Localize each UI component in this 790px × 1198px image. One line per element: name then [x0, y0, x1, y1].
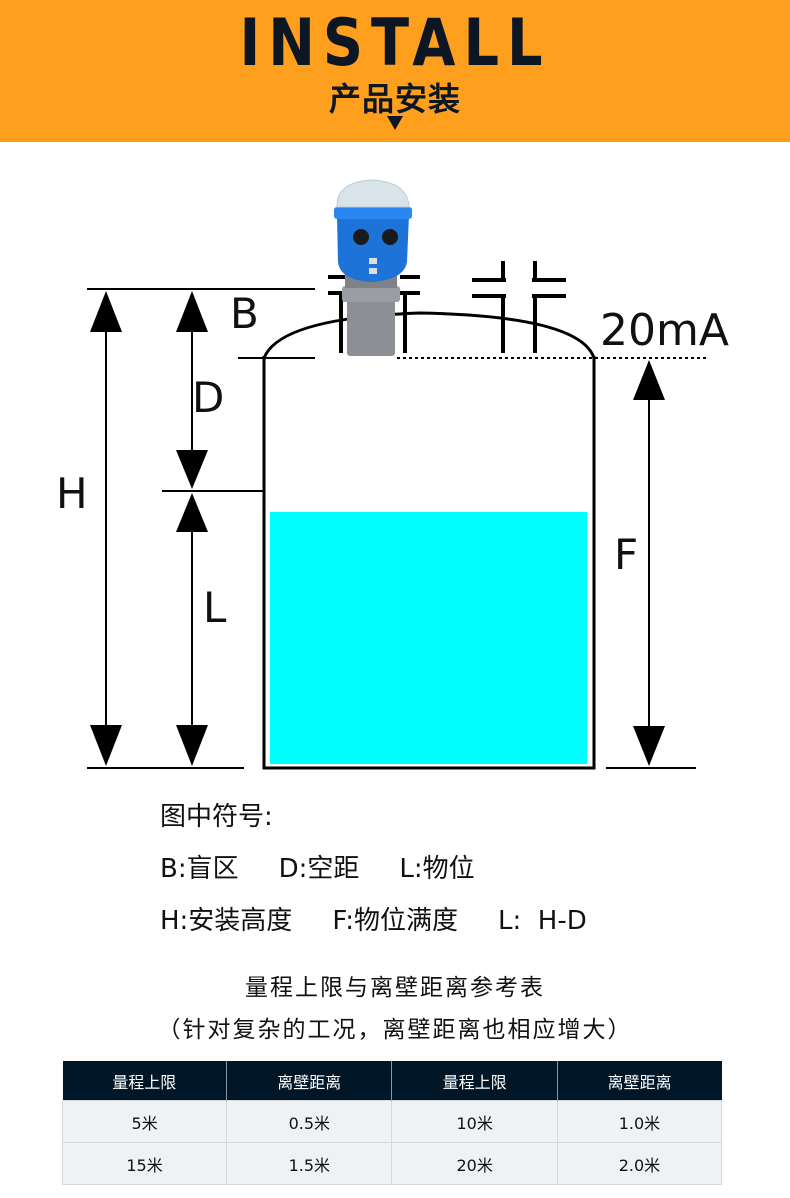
table-cell: 1.5米 — [226, 1142, 393, 1185]
table-subtitle: （针对复杂的工况，离壁距离也相应增大） — [157, 1017, 633, 1043]
table-row: 5米 0.5米 10米 1.0米 — [61, 1100, 723, 1143]
label-d: D — [192, 373, 224, 422]
range-distance-table: 量程上限 离壁距离 量程上限 离壁距离 5米 0.5米 10米 1.0米 15米… — [61, 1061, 723, 1185]
legend-lhd: L: H-D — [498, 906, 587, 936]
label-b: B — [230, 289, 259, 338]
label-f: F — [614, 530, 638, 579]
label-l: L — [203, 583, 227, 632]
table-cell: 20米 — [391, 1142, 558, 1185]
legend-b: B:盲区 — [160, 854, 239, 884]
dimension-f-arrow — [633, 360, 665, 766]
table-cell: 15米 — [61, 1142, 228, 1185]
legend-f: F:物位满度 — [332, 906, 459, 936]
dimension-h-arrow — [90, 291, 122, 766]
table-cell: 2.0米 — [556, 1142, 723, 1185]
legend-h: H:安装高度 — [160, 906, 293, 936]
col-range-limit-2: 量程上限 — [391, 1061, 558, 1101]
header-title: INSTALL — [239, 4, 551, 81]
legend-l: L:物位 — [399, 854, 475, 884]
table-cell: 1.0米 — [556, 1100, 723, 1143]
table-cell: 0.5米 — [226, 1100, 393, 1143]
header-subtitle: 产品安装 — [328, 80, 461, 118]
tank-nozzles — [328, 261, 566, 353]
legend-d: D:空距 — [278, 854, 360, 884]
install-header-banner: INSTALL 产品安装 — [0, 0, 790, 142]
dimension-l-arrow — [176, 493, 208, 766]
liquid-fill — [270, 512, 587, 764]
down-arrow-icon — [387, 116, 403, 130]
table-cell: 10米 — [391, 1100, 558, 1143]
legend-title: 图中符号: — [160, 802, 273, 832]
installation-diagram: B D H L F 20mA — [56, 179, 729, 770]
label-signal: 20mA — [600, 305, 729, 356]
col-range-limit-1: 量程上限 — [62, 1061, 228, 1101]
table-row: 15米 1.5米 20米 2.0米 — [61, 1142, 723, 1185]
tank — [262, 311, 596, 770]
legend-line-1: B:盲区 D:空距 L:物位 — [160, 848, 515, 885]
legend-line-2: H:安装高度 F:物位满度 L: H-D — [160, 900, 627, 937]
table-header-row: 量程上限 离壁距离 量程上限 离壁距离 — [62, 1061, 722, 1101]
table-cell: 5米 — [61, 1100, 228, 1143]
label-h: H — [56, 469, 88, 518]
dimension-d-arrow — [176, 291, 208, 489]
ultrasonic-sensor-icon — [334, 179, 412, 356]
col-wall-distance-1: 离壁距离 — [226, 1061, 393, 1101]
col-wall-distance-2: 离壁距离 — [557, 1061, 722, 1101]
table-title: 量程上限与离壁距离参考表 — [245, 975, 545, 1001]
